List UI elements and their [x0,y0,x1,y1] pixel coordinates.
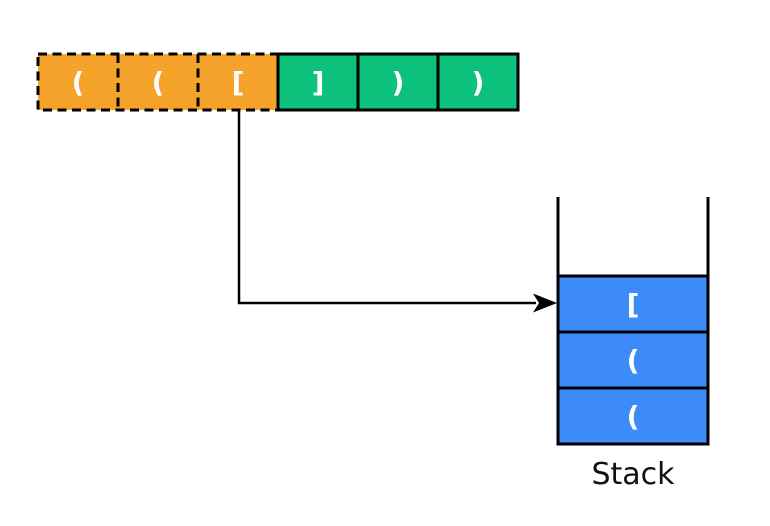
sequence-cell-label: ) [392,66,405,99]
sequence-visited-group: ( ( [ [36,52,280,112]
stack-item: ( [556,386,710,446]
stack-container: [ ( ( Stack [556,197,710,492]
stack-item-label: ( [627,400,640,433]
sequence-cell-label: [ [232,66,245,99]
sequence-cell-label: ( [72,66,85,99]
unvisited-group-border [276,52,520,112]
stack-item-label: ( [627,344,640,377]
stack-item-background [558,388,708,444]
stack-caption: Stack [591,457,675,492]
unvisited-group-background [278,54,518,110]
sequence-cell-label: ( [152,66,165,99]
sequence-unvisited-group: ] ) ) [276,52,520,112]
push-arrow [237,110,557,313]
stack-item-background [558,332,708,388]
stack-item-background [558,276,708,332]
push-arrow-head-icon [533,293,557,313]
stack-item-label: [ [627,288,640,321]
push-arrow-line [237,110,536,305]
visited-group-background [38,54,278,110]
sequence-cell-label: ) [472,66,485,99]
stack-item: [ [556,274,710,334]
stack-item: ( [556,330,710,390]
stack-item-border [556,386,710,446]
sequence-cell-label: ] [312,66,325,99]
